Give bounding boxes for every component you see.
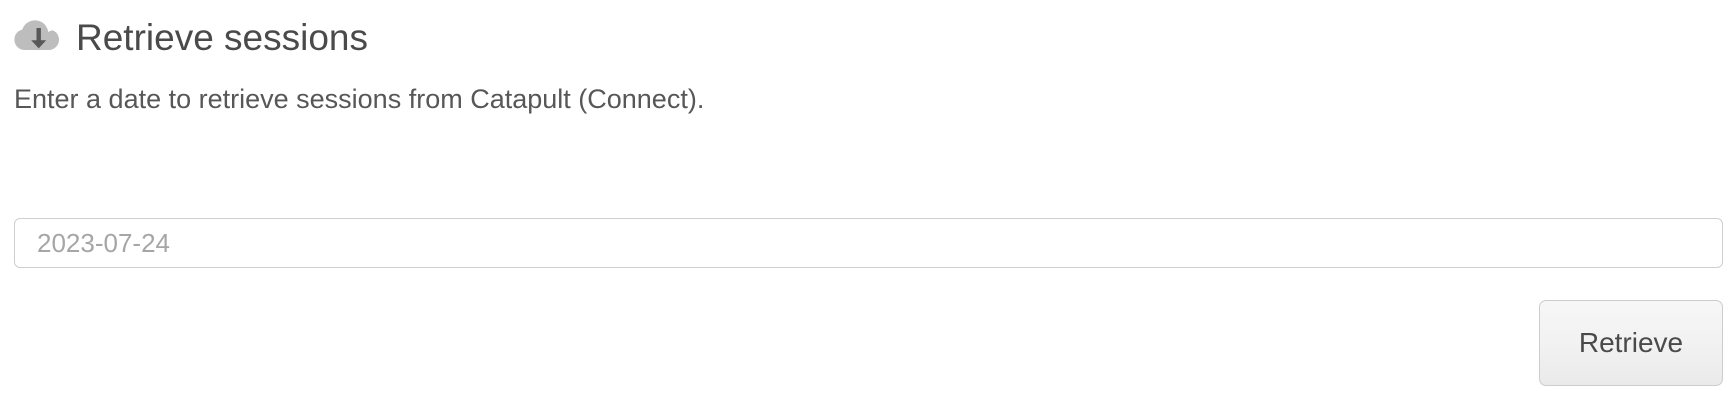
- page-title: Retrieve sessions: [76, 17, 369, 58]
- panel-description: Enter a date to retrieve sessions from C…: [14, 84, 705, 114]
- panel-header: Retrieve sessions: [14, 12, 368, 64]
- date-input[interactable]: [14, 218, 1723, 268]
- retrieve-button[interactable]: Retrieve: [1539, 300, 1723, 386]
- action-row: Retrieve: [14, 300, 1723, 386]
- cloud-download-icon: [14, 20, 59, 50]
